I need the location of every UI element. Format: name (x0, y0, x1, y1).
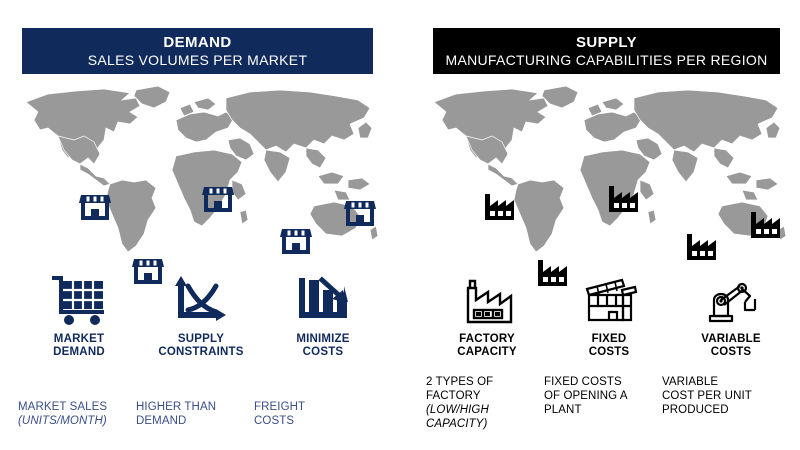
supply-header-bar: SUPPLY MANUFACTURING CAPABILITIES PER RE… (433, 28, 780, 74)
demand-description-market-sales: MARKET SALES(UNITS/MONTH) (18, 401, 108, 427)
robot-arm-icon (700, 272, 762, 328)
demand-panel: DEMAND SALES VOLUMES PER MARKET (18, 28, 390, 428)
supply-marker-north-america[interactable] (482, 192, 516, 222)
storefront-icon (344, 201, 376, 226)
demand-marker-north-america[interactable] (78, 192, 112, 222)
factory-icon (609, 186, 638, 212)
shopping-cart-icon (48, 272, 110, 328)
supply-marker-europe[interactable] (606, 184, 640, 214)
storefront-icon (132, 259, 164, 284)
factory-icon (485, 194, 514, 220)
supply-header-title: SUPPLY (575, 33, 638, 51)
demand-map-svg (25, 85, 379, 253)
factory-icon (687, 234, 716, 260)
factory-icon (751, 212, 780, 238)
demand-header-title: DEMAND (163, 33, 232, 51)
warehouse-building-icon (578, 272, 640, 328)
supply-marker-east-asia[interactable] (748, 210, 782, 240)
supply-marker-south-america[interactable] (535, 258, 569, 288)
storefront-icon (280, 229, 312, 254)
demand-marker-india[interactable] (279, 226, 313, 256)
demand-header-subtitle: SALES VOLUMES PER MARKET (87, 51, 308, 68)
factory-plant-icon (456, 272, 518, 328)
supply-demand-curve-icon (170, 272, 232, 328)
demand-marker-europe[interactable] (201, 184, 235, 214)
demand-marker-south-america[interactable] (131, 256, 165, 286)
declining-bar-chart-icon (292, 272, 354, 328)
supply-panel: SUPPLY MANUFACTURING CAPABILITIES PER RE… (400, 0, 800, 450)
supply-header-subtitle: MANUFACTURING CAPABILITIES PER REGION (445, 51, 768, 68)
storefront-icon (202, 187, 234, 212)
storefront-icon (79, 195, 111, 220)
supply-marker-india[interactable] (684, 232, 718, 262)
supply-map-svg (433, 85, 787, 253)
demand-world-map (18, 84, 386, 284)
demand-header-bar: DEMAND SALES VOLUMES PER MARKET (22, 28, 373, 74)
demand-marker-east-asia[interactable] (343, 198, 377, 228)
supply-world-map (426, 84, 794, 286)
factory-icon (538, 260, 567, 286)
